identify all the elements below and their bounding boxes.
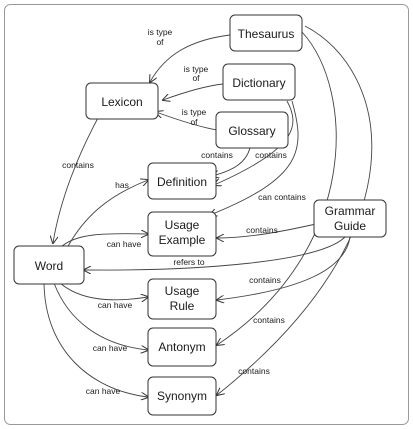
edge-word-usage-rule — [59, 282, 148, 300]
edge-dictionary-usage-example — [210, 100, 299, 215]
edge-label-dictionary-lexicon-1: is type — [184, 64, 209, 74]
edge-label-thesaurus-lexicon-1: is type — [148, 27, 173, 37]
node-definition-box — [147, 162, 217, 200]
node-usage-rule-label-1: Usage — [165, 284, 200, 298]
edge-label-thesaurus-antonym: contains — [253, 315, 285, 325]
edge-label-dictionary-lexicon-2: of — [192, 73, 200, 83]
edge-grammar-usage-example — [217, 223, 317, 238]
edge-label-grammar-word: refers to — [173, 257, 204, 267]
edge-word-antonym — [53, 282, 148, 350]
node-antonym-label: Antonym — [158, 340, 205, 354]
node-grammar-guide-box — [313, 199, 387, 238]
edge-lexicon-word — [53, 117, 99, 243]
edge-thesaurus-synonym — [217, 25, 373, 395]
edge-label-word-synonym: can have — [86, 386, 121, 396]
node-lexicon-label: Lexicon — [101, 95, 142, 109]
edge-thesaurus-antonym — [217, 31, 337, 345]
edge-label-dictionary-usage-example: can contains — [258, 192, 306, 202]
node-usage-example-box — [147, 211, 217, 257]
node-thesaurus-label: Thesaurus — [238, 27, 295, 41]
node-lexicon-box — [85, 82, 159, 120]
node-definition-label: Definition — [157, 175, 207, 189]
edge-label-word-antonym: can have — [93, 343, 128, 353]
node-usage-example-label-2: Example — [159, 233, 206, 247]
node-word-box — [13, 245, 85, 285]
edge-label-glossary-definition: contains — [201, 150, 233, 160]
edge-label-thesaurus-synonym: contains — [238, 366, 270, 376]
node-grammar-guide-label-1: Grammar — [325, 204, 376, 218]
edge-label-grammar-usage-rule: contains — [249, 275, 281, 285]
node-synonym-box — [147, 376, 217, 416]
edge-label-dictionary-definition: contains — [255, 150, 287, 160]
edge-label-thesaurus-lexicon-2: of — [156, 37, 164, 47]
node-usage-rule-box — [147, 278, 217, 320]
edge-label-glossary-lexicon-2: of — [190, 117, 198, 127]
edge-grammar-word — [84, 236, 346, 270]
edge-grammar-usage-rule — [217, 236, 351, 300]
edge-label-glossary-lexicon-1: is type — [182, 107, 207, 117]
node-thesaurus-box — [229, 14, 303, 52]
edge-glossary-definition — [212, 147, 251, 176]
edge-dictionary-lexicon — [163, 83, 224, 100]
node-usage-rule-label-2: Rule — [170, 299, 195, 313]
node-grammar-guide-label-2: Guide — [334, 219, 366, 233]
node-glossary-box — [215, 111, 289, 149]
node-dictionary-label: Dictionary — [232, 76, 285, 90]
node-glossary-label: Glossary — [228, 124, 275, 138]
edge-word-definition — [66, 180, 148, 249]
node-usage-example-label-1: Usage — [165, 218, 200, 232]
edge-glossary-lexicon — [156, 112, 218, 131]
node-synonym-label: Synonym — [157, 389, 207, 403]
edge-label-lexicon-word: contains — [62, 160, 94, 170]
edge-label-word-usage-example: can have — [107, 239, 142, 249]
edge-word-synonym — [43, 282, 148, 397]
edge-thesaurus-lexicon — [150, 34, 231, 82]
edge-word-usage-example — [59, 234, 148, 249]
node-word-label: Word — [35, 259, 63, 273]
edge-label-grammar-usage-example: contains — [246, 225, 278, 235]
node-antonym-box — [147, 327, 217, 367]
edge-label-word-definition: has — [115, 180, 129, 190]
edge-label-word-usage-rule: can have — [98, 300, 133, 310]
node-dictionary-box — [222, 63, 296, 101]
